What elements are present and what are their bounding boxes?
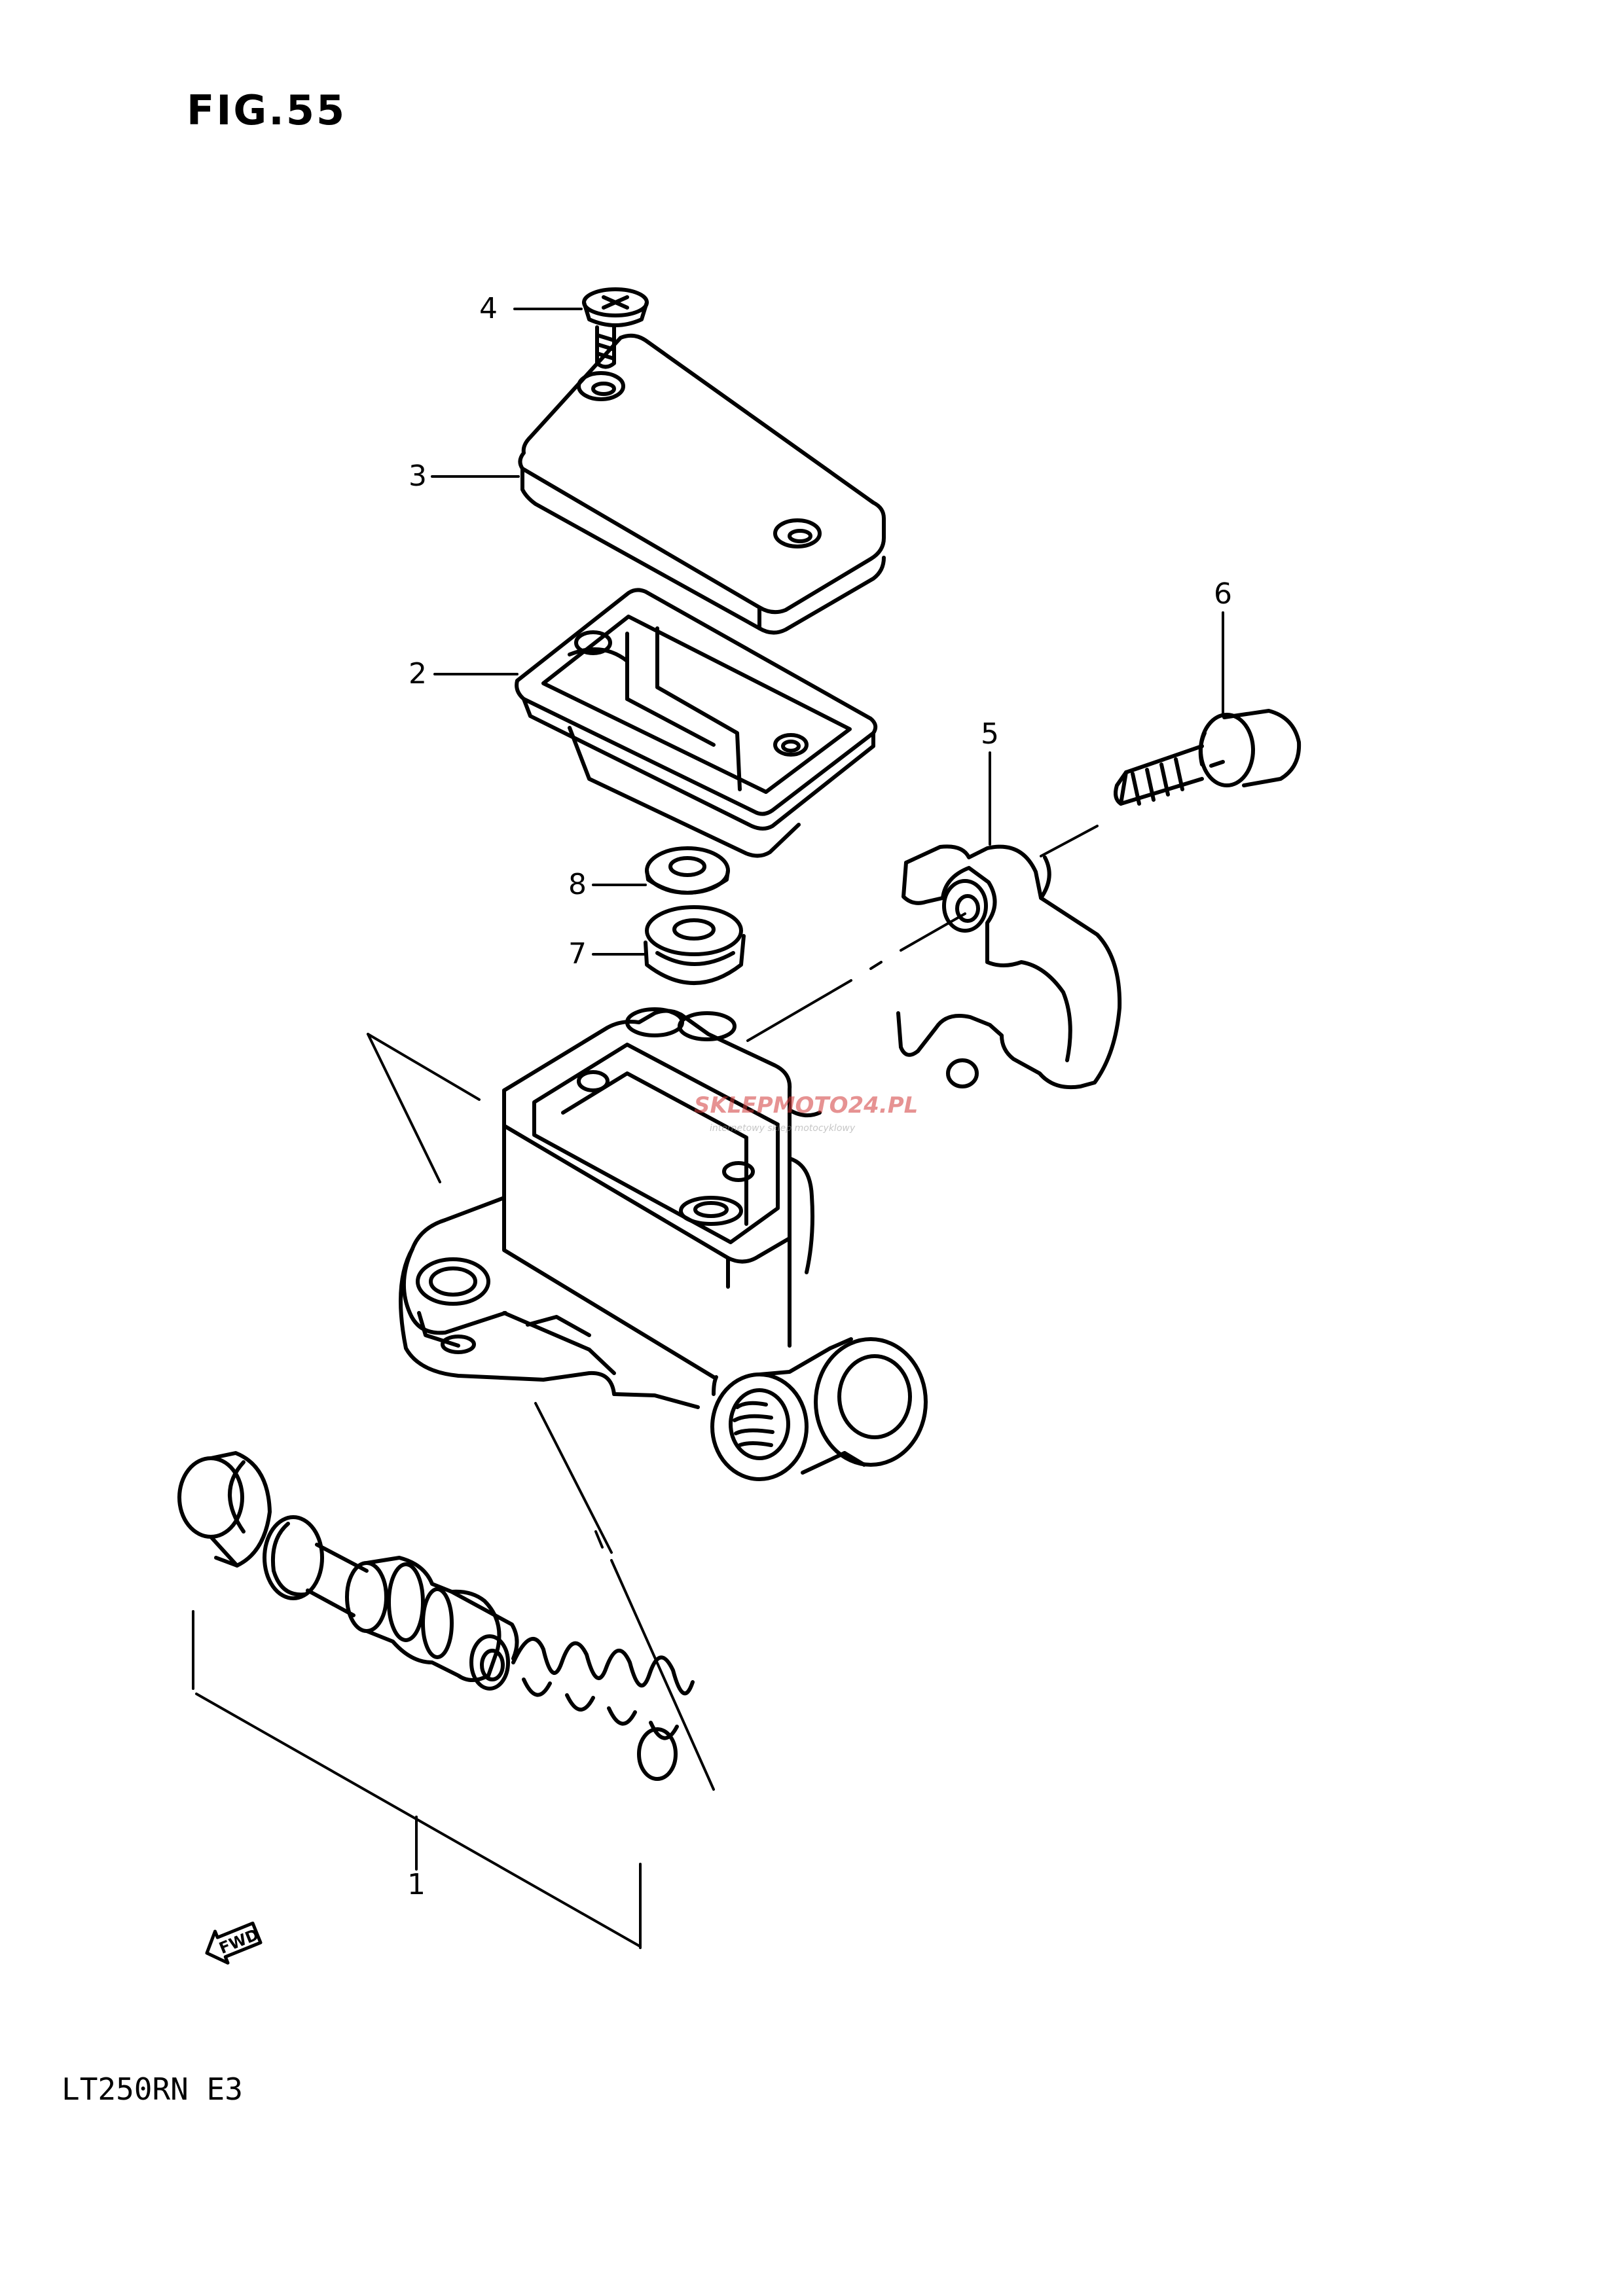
assembly-line-bolt [1040, 825, 1099, 857]
watermark-subtext: internetowy sklep motocyklowy [710, 1123, 856, 1134]
callout-4: 4 [479, 292, 498, 325]
clamp-bolt-part [1114, 709, 1302, 806]
callout-6: 6 [1214, 577, 1232, 611]
figure-title: FIG.55 [187, 86, 346, 134]
guide-line-b [367, 1033, 441, 1183]
callout-2: 2 [409, 657, 427, 691]
callout-8: 8 [568, 868, 587, 901]
reservoir-cap-part [518, 333, 886, 635]
guide-line-a [367, 1033, 481, 1101]
callout-1: 1 [407, 1868, 426, 1901]
callout-3: 3 [409, 459, 427, 493]
kit-bracket-bottom [195, 1693, 642, 1948]
guide-line-c [534, 1402, 613, 1554]
clamp-holder-part [896, 844, 1122, 1090]
guide-dash [594, 1530, 604, 1549]
assembly-line-clamp [746, 912, 966, 1042]
watermark-logo: SKLEPMOTO24.PL internetowy sklep motocyk… [694, 1092, 918, 1134]
watermark-text: SKLEPMOTO24.PL [694, 1092, 918, 1119]
piston-kit-part [177, 1451, 695, 1781]
reservoir-diaphragm-part [515, 588, 878, 858]
callout-7: 7 [568, 937, 587, 971]
washer-part [645, 846, 730, 895]
callout-5: 5 [981, 717, 999, 751]
model-code: LT250RN E3 [62, 2072, 243, 2107]
guide-line-d [610, 1559, 715, 1791]
boot-part [644, 905, 746, 985]
master-cylinder-body [399, 1007, 928, 1481]
